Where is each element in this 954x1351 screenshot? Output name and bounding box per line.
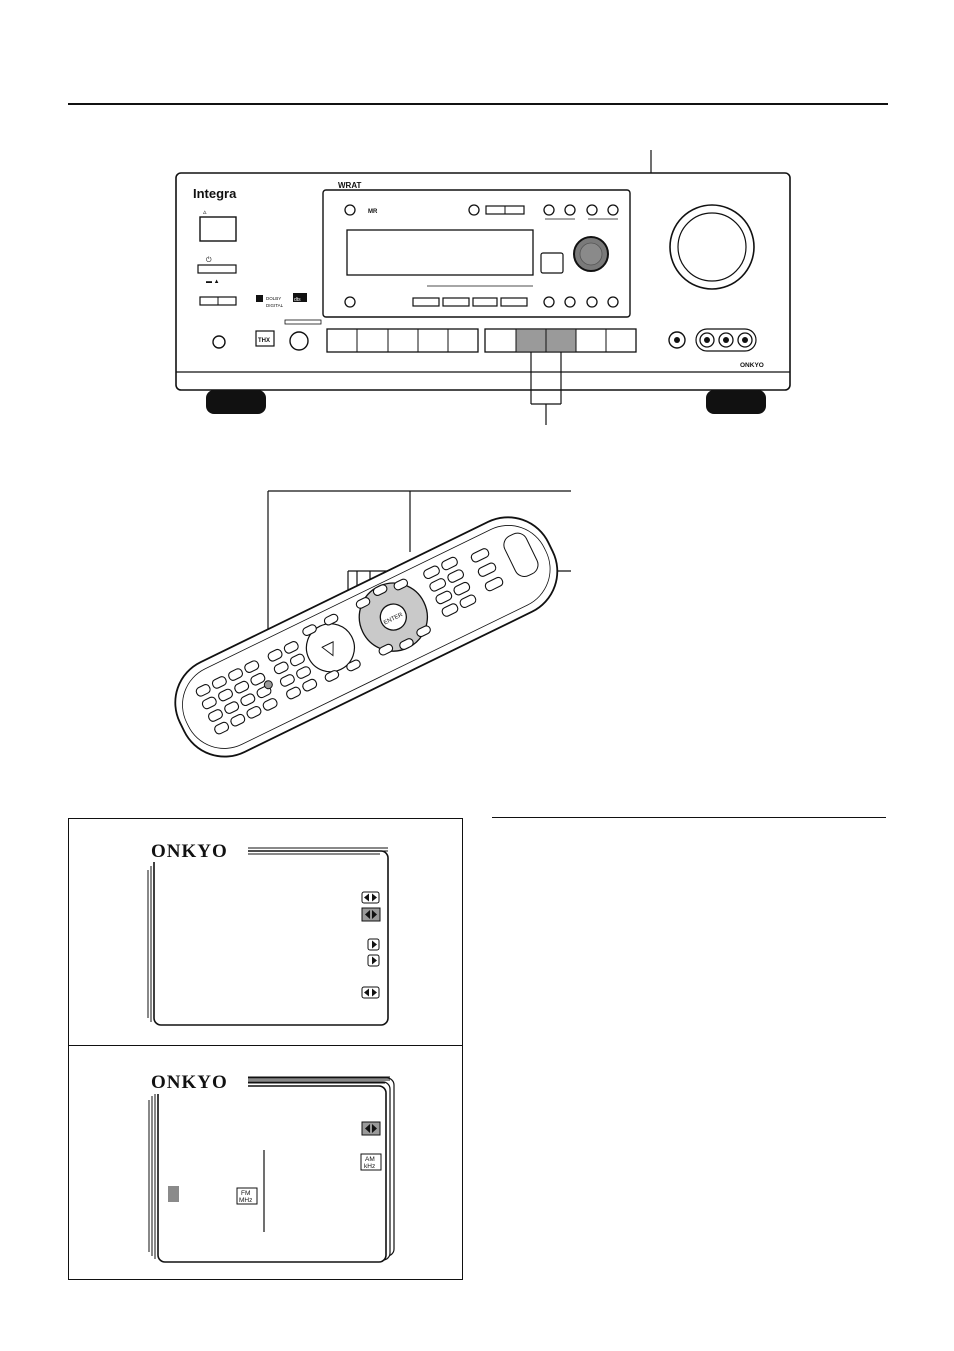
- left-right-arrow-icon-highlighted: [361, 907, 381, 922]
- ir-window: [540, 252, 564, 274]
- dts-logo-text: dts: [294, 297, 301, 303]
- wrat-logo: WRAT: [338, 181, 362, 190]
- left-right-arrow-icon: [361, 986, 380, 999]
- onkyo-panel-logo: ONKYO: [740, 362, 764, 369]
- osd-screen-1-frame: [153, 850, 389, 1026]
- fl-display: [346, 229, 534, 276]
- standby-knob: [289, 331, 309, 351]
- brand-logo: Integra: [193, 186, 237, 201]
- osd-2-onkyo-logo: ONKYO: [151, 1072, 228, 1093]
- receiver-foot-left: [206, 390, 266, 414]
- right-arrow-icon: [367, 954, 380, 967]
- osd-divider: [68, 1045, 463, 1046]
- thx-logo-text: THX: [258, 338, 270, 344]
- am-khz-badge: AM kHz: [360, 1153, 382, 1171]
- svg-text:▬ ▲: ▬ ▲: [206, 279, 220, 285]
- tuner-button-highlight-2: [545, 328, 577, 353]
- remote-controller: ▽ ENTER: [174, 490, 571, 758]
- svg-text:▵: ▵: [203, 209, 207, 216]
- tuner-button-highlight-1: [515, 328, 547, 353]
- right-arrow-icon: [367, 938, 380, 951]
- power-button: [197, 264, 237, 274]
- svg-text:MR: MR: [368, 209, 378, 215]
- digital-logo-text: DIGITAL: [266, 303, 284, 308]
- osd-screen-2: ONKYO AM kHz FM MHz: [148, 1070, 395, 1263]
- receiver-front-panel: Integra ▵ ⏻ ▬ ▲ DOLBY DIGITAL dts THX WR…: [175, 150, 791, 425]
- bottom-knob-row: [543, 296, 619, 308]
- fm-mhz-badge: FM MHz: [236, 1187, 258, 1205]
- osd-1-onkyo-logo: ONKYO: [151, 841, 228, 862]
- osd-screen-2-frame: [157, 1085, 387, 1263]
- disc-tray-button: [199, 216, 237, 242]
- section-rule-right: [492, 817, 886, 818]
- receiver-foot-right: [706, 390, 766, 414]
- frequency-cursor-block: [168, 1186, 179, 1202]
- headphone-jack: [212, 335, 226, 349]
- left-right-arrow-icon: [361, 891, 380, 904]
- osd-screen-1: ONKYO: [147, 838, 389, 1026]
- mode-button-row: [412, 297, 528, 307]
- svg-text:FM: FM: [241, 1190, 250, 1197]
- osd-illustration-frame: [68, 818, 463, 1280]
- svg-text:⏻: ⏻: [206, 256, 212, 264]
- remote-enter-button: [379, 603, 407, 631]
- dolby-logo-text: DOLBY: [266, 296, 281, 301]
- svg-text:AM: AM: [365, 1156, 375, 1163]
- svg-text:kHz: kHz: [364, 1163, 375, 1170]
- left-right-arrow-icon-highlighted: [361, 1121, 381, 1136]
- top-knob-row: [543, 204, 619, 216]
- input-selector-left: [326, 328, 479, 353]
- top-rule: [68, 103, 888, 105]
- svg-text:MHz: MHz: [239, 1197, 252, 1204]
